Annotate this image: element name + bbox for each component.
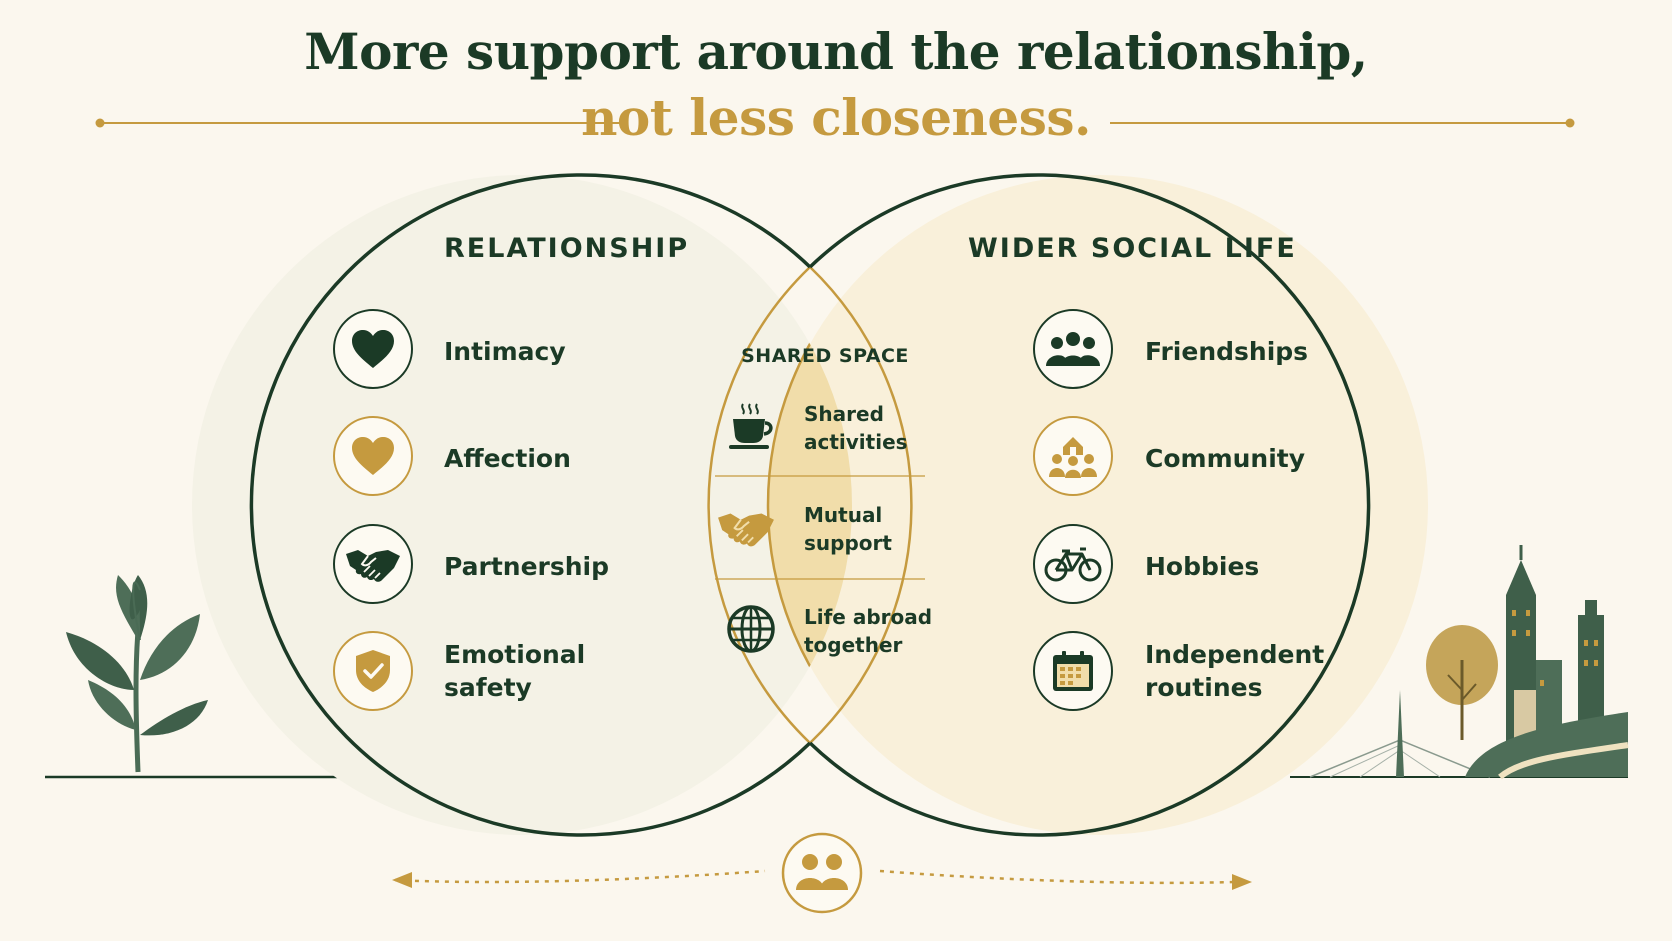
community-label: Community	[1145, 444, 1306, 473]
intimacy-icon	[333, 309, 413, 389]
shared-activities-icon	[721, 396, 781, 456]
title-line-2: not less closeness.	[581, 88, 1091, 147]
relationship-circle-outline	[249, 173, 812, 837]
hobbies-icon	[1033, 524, 1113, 604]
partnership-icon	[333, 524, 413, 604]
social-circle-outline	[808, 173, 1371, 837]
couple-icon	[781, 832, 863, 914]
city-illustration	[1309, 545, 1629, 780]
shared-activities-label: Shared activities	[804, 402, 908, 454]
title-line-1: More support around the relationship,	[304, 22, 1368, 81]
shared-heading: SHARED SPACE	[741, 345, 909, 367]
affection-icon	[333, 416, 413, 496]
emotional-safety-icon	[333, 631, 413, 711]
hobbies-label: Hobbies	[1145, 552, 1260, 581]
partnership-label: Partnership	[444, 552, 610, 581]
friendships-label: Friendships	[1145, 337, 1309, 366]
mutual-support-label: Mutual support	[804, 503, 892, 555]
bottom-arrows	[392, 869, 1252, 890]
mutual-support-icon	[716, 498, 776, 558]
emotional-safety-label: Emotional safety	[444, 640, 586, 702]
life-abroad-icon	[721, 599, 781, 659]
title-divider	[95, 118, 1575, 128]
social-heading: WIDER SOCIAL LIFE	[968, 233, 1297, 264]
independent-routines-icon	[1033, 631, 1113, 711]
friendships-icon	[1033, 309, 1113, 389]
life-abroad-label: Life abroad together	[804, 605, 933, 657]
intimacy-label: Intimacy	[444, 337, 566, 366]
affection-label: Affection	[444, 444, 571, 473]
social-circle-fill	[768, 175, 1428, 835]
community-icon	[1033, 416, 1113, 496]
plant-illustration	[66, 575, 208, 773]
independent-routines-label: Independent routines	[1145, 640, 1325, 702]
relationship-heading: RELATIONSHIP	[444, 233, 690, 264]
